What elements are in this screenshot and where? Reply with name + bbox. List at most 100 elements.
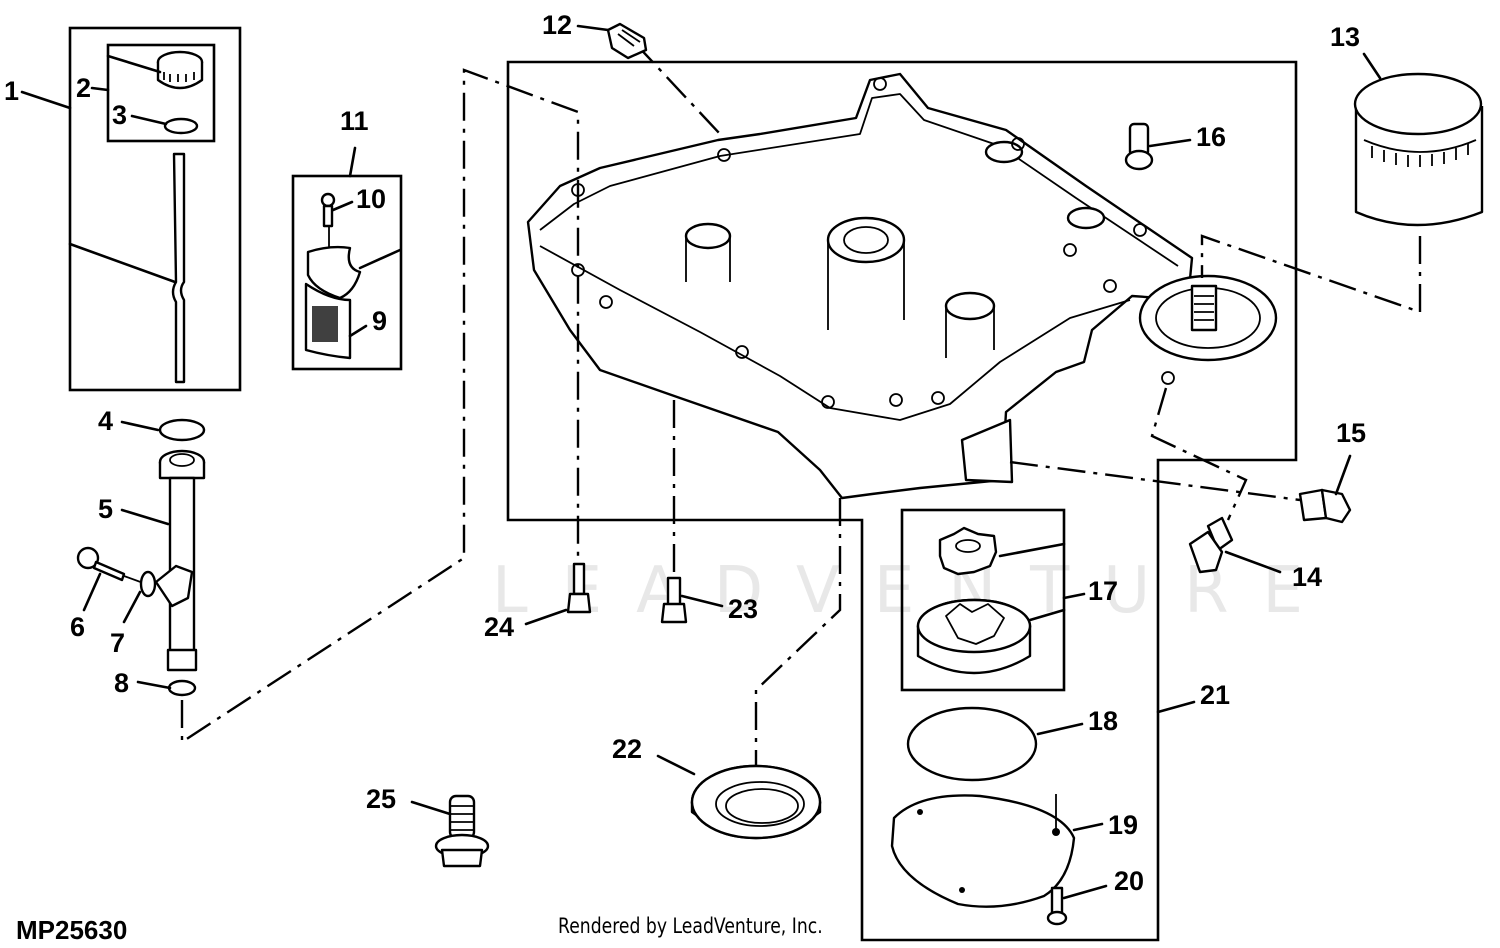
callout-11: 11 [340,106,369,136]
cover-hole [1052,828,1060,836]
cap-kit-box [106,43,216,143]
dipstick-blade-icon[interactable] [171,152,186,384]
callout-1: 1 [4,76,19,106]
figure-id: MP25630 [16,915,128,945]
rotor-kit-box [900,508,1066,692]
leader-4 [120,420,160,432]
leader-25 [410,800,452,816]
callout-12: 12 [542,10,572,40]
filter-centerline [1200,234,1422,314]
leader-12 [576,24,610,32]
dipstick-cap-icon[interactable] [156,50,204,90]
oil-seal-icon[interactable] [690,764,822,840]
cover-hole [917,809,923,815]
callout-7: 7 [110,628,125,658]
tube-bolt-icon[interactable] [76,546,147,585]
oil-filter-group [1353,52,1484,227]
leader-6 [82,572,102,612]
callout-8: 8 [114,668,129,698]
decal-bracket-icon[interactable] [306,245,362,300]
callout-2: 2 [76,73,91,103]
plug15-centerline [1009,460,1301,502]
seal-centerline [754,498,842,810]
lower-o-ring-icon[interactable] [167,679,197,697]
pump-rotor-group [900,508,1086,692]
cover-screw-icon[interactable] [1046,886,1068,926]
cap-o-ring-icon[interactable] [163,117,199,135]
leader-22 [656,754,696,776]
callout-21: 21 [1200,680,1230,710]
watermark-text: LEADVENTURE [492,554,1337,628]
leader-17a [998,542,1066,558]
leader-1 [20,90,72,110]
callout-17: 17 [1088,576,1118,606]
leader-14 [1224,550,1282,574]
oil-pan-icon[interactable] [526,72,1278,500]
callout-13: 13 [1330,22,1360,52]
leader-11 [348,146,357,178]
tube-washer-icon[interactable] [139,570,157,598]
callout-3: 3 [112,100,127,130]
leader-5 [120,508,170,526]
callout-5: 5 [98,494,113,524]
leader-10b [358,248,402,270]
dip-centerline [180,68,580,745]
leader-17b [1028,608,1066,622]
leader-18 [1036,722,1084,736]
leader-13 [1362,52,1382,80]
leader-3 [130,114,168,126]
callout-19: 19 [1108,810,1138,840]
drain-plug-icon[interactable] [1188,516,1234,574]
fill-tube-group [76,418,206,697]
callout-22: 22 [612,734,642,764]
decal-kit-box [291,174,403,371]
pan-bolt-short-icon[interactable] [660,576,688,624]
breather-centerline [633,41,721,135]
leader-1b [68,242,177,284]
oil-fill-tube-icon[interactable] [154,449,206,672]
pump-cover-icon[interactable] [890,794,1076,908]
plug14-centerline [1150,387,1248,521]
leader-15 [1334,454,1352,496]
plug-icon[interactable] [1298,488,1352,524]
leader-9 [348,324,368,338]
callout-24: 24 [484,612,514,642]
callout-25: 25 [366,784,396,814]
leader-20 [1062,884,1108,900]
leader-16 [1148,138,1192,148]
flange-bolt-icon[interactable] [434,794,490,868]
decal-graphic [312,306,338,342]
leader-24 [524,608,568,626]
leader-21 [1156,700,1196,714]
pump-o-ring-icon[interactable] [906,706,1038,782]
leader-10 [331,200,354,212]
breather-fitting-group [576,22,648,60]
leader-17 [1062,592,1086,600]
pan-bolt-long-icon[interactable] [566,562,592,614]
leader-2b [106,54,162,74]
cover-hole [959,887,965,893]
callout-16: 16 [1196,122,1226,152]
oil-pan-group [180,41,1422,942]
callout-4: 4 [98,406,113,436]
callout-15: 15 [1336,418,1366,448]
callout-10: 10 [356,184,386,214]
leader-2 [90,86,110,92]
leader-7 [122,590,142,624]
decal-group [291,146,403,371]
plugs-group [1188,454,1352,574]
callout-23: 23 [728,594,758,624]
upper-o-ring-icon[interactable] [158,418,206,442]
callout-9: 9 [372,306,387,336]
dipstick-group [20,26,242,392]
inner-rotor-icon[interactable] [938,526,998,576]
dipstick-kit-box [68,26,242,392]
oil-filter-icon[interactable] [1353,72,1484,227]
render-credit: Rendered by LeadVenture, Inc. [558,914,823,938]
callout-18: 18 [1088,706,1118,736]
outer-rotor-icon[interactable] [916,598,1032,675]
leader-19 [1072,822,1104,832]
callout-6: 6 [70,612,85,642]
callout-labels: 1 2 3 4 5 6 7 8 9 10 11 12 13 14 15 16 1… [4,10,1366,896]
